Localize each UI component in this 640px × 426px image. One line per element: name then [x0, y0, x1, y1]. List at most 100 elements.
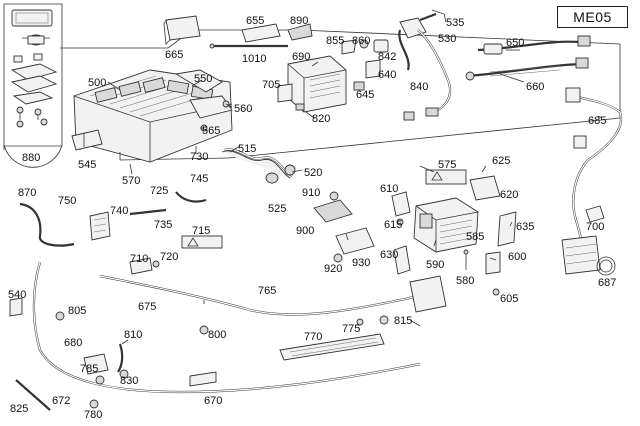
label-515: 515 — [238, 143, 256, 155]
part-620-625 — [469, 165, 501, 201]
label-675: 675 — [138, 301, 156, 313]
label-665: 665 — [165, 49, 183, 61]
module-690 — [287, 55, 347, 113]
label-580: 580 — [456, 275, 474, 287]
label-605: 605 — [500, 293, 518, 305]
label-525: 525 — [268, 203, 286, 215]
cables-650-660 — [465, 35, 591, 81]
part-710-720 — [129, 257, 160, 275]
label-650: 650 — [506, 37, 524, 49]
bolt-605 — [492, 288, 500, 296]
label-600: 600 — [508, 251, 526, 263]
warning-label-575 — [425, 169, 467, 185]
warning-label-715 — [181, 235, 223, 249]
label-705: 705 — [262, 79, 280, 91]
callout-labels: 665 655 890 1010 855 860 842 640 645 690… — [8, 15, 616, 421]
label-870: 870 — [18, 187, 36, 199]
label-685: 685 — [588, 115, 606, 127]
label-645: 645 — [356, 89, 374, 101]
label-670: 670 — [204, 395, 222, 407]
ring-687 — [596, 256, 616, 276]
label-715: 715 — [192, 225, 210, 237]
label-775: 775 — [342, 323, 360, 335]
harness-lower — [32, 261, 447, 394]
rod-825 — [15, 379, 51, 411]
label-680: 680 — [64, 337, 82, 349]
part-600 — [485, 251, 501, 275]
label-610: 610 — [380, 183, 398, 195]
inset-parts — [10, 9, 58, 128]
label-820: 820 — [312, 113, 330, 125]
label-540: 540 — [8, 289, 26, 301]
label-720: 720 — [160, 251, 178, 263]
label-770: 770 — [304, 331, 322, 343]
label-745: 745 — [190, 173, 208, 185]
part-610-615 — [391, 191, 411, 226]
label-500: 500 — [88, 77, 106, 89]
label-825: 825 — [10, 403, 28, 415]
label-672: 672 — [52, 395, 70, 407]
label-635: 635 — [516, 221, 534, 233]
label-860: 860 — [352, 35, 370, 47]
battery-brackets — [174, 69, 233, 132]
label-840: 840 — [410, 81, 428, 93]
part-545 — [71, 129, 103, 151]
label-730: 730 — [190, 151, 208, 163]
label-910: 910 — [302, 187, 320, 199]
label-550: 550 — [194, 73, 212, 85]
label-815: 815 — [394, 315, 412, 327]
label-740: 740 — [110, 205, 128, 217]
hose-515 — [221, 148, 296, 184]
part-665 — [163, 15, 201, 45]
part-635 — [497, 211, 517, 247]
label-735: 735 — [154, 219, 172, 231]
diagram-code: ME05 — [573, 9, 612, 25]
part-655 — [241, 23, 281, 43]
label-810: 810 — [124, 329, 142, 341]
label-830: 830 — [120, 375, 138, 387]
rod-1010 — [209, 43, 288, 49]
label-565: 565 — [202, 125, 220, 137]
callout-880: 880 — [3, 144, 63, 168]
part-890 — [287, 23, 313, 41]
label-785: 785 — [80, 363, 98, 375]
label-570: 570 — [122, 175, 140, 187]
label-545: 545 — [78, 159, 96, 171]
label-765: 765 — [258, 285, 276, 297]
label-560: 560 — [234, 103, 252, 115]
label-710: 710 — [130, 253, 148, 265]
label-1010: 1010 — [242, 53, 266, 65]
leader-lines — [107, 49, 603, 345]
label-780: 780 — [84, 409, 102, 421]
label-615: 615 — [384, 219, 402, 231]
part-700 — [585, 205, 605, 223]
label-630: 630 — [380, 249, 398, 261]
label-690: 690 — [292, 51, 310, 63]
harness-685 — [561, 87, 623, 275]
label-575: 575 — [438, 159, 456, 171]
label-880: 880 — [22, 152, 40, 164]
label-855: 855 — [326, 35, 344, 47]
plates-900-930 — [313, 191, 375, 263]
label-800: 800 — [208, 329, 226, 341]
label-535: 535 — [446, 17, 464, 29]
small-parts-lower — [199, 315, 389, 335]
harness-840 — [398, 9, 452, 121]
label-687: 687 — [598, 277, 616, 289]
label-725: 725 — [150, 185, 168, 197]
part-705 — [277, 83, 293, 103]
label-700: 700 — [586, 221, 604, 233]
diagram-code-box: ME05 — [557, 6, 628, 28]
label-920: 920 — [324, 263, 342, 275]
label-640: 640 — [378, 69, 396, 81]
cables-left-upper — [19, 191, 207, 247]
label-520: 520 — [304, 167, 322, 179]
label-900: 900 — [296, 225, 314, 237]
label-750: 750 — [58, 195, 76, 207]
label-842: 842 — [378, 51, 396, 63]
cluster-780-830 — [55, 311, 129, 409]
bolt-580 — [463, 249, 469, 270]
label-655: 655 — [246, 15, 264, 27]
label-890: 890 — [290, 15, 308, 27]
